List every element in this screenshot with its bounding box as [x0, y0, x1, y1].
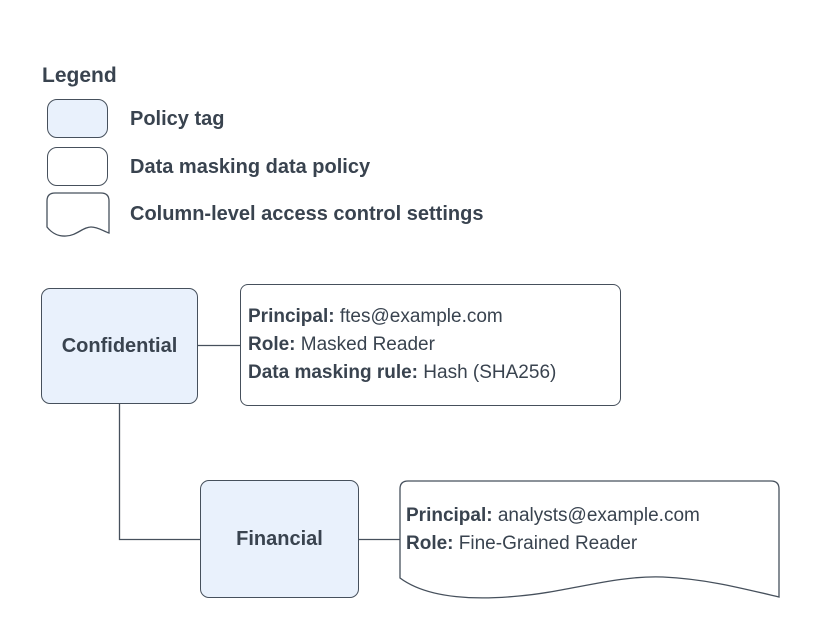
legend-title: Legend: [42, 64, 117, 87]
legend-data-policy-swatch: [47, 147, 108, 186]
connector-confidential-financial: [118, 404, 200, 541]
node-confidential: Confidential: [41, 288, 198, 404]
node-financial-label: Financial: [236, 527, 323, 550]
column-access-principal-value: analysts@example.com: [497, 505, 700, 526]
column-access-principal-line: Principal: analysts@example.com: [406, 502, 700, 530]
node-financial: Financial: [200, 480, 359, 598]
masking-policy-role-value: Masked Reader: [300, 334, 435, 355]
masking-policy-principal-label: Principal:: [248, 306, 335, 327]
column-access-role-label: Role:: [406, 533, 454, 554]
masking-policy-rule-value: Hash (SHA256): [423, 362, 557, 383]
legend-policy-tag-swatch: [47, 99, 108, 138]
node-column-access-text: Principal: analysts@example.com Role: Fi…: [406, 502, 700, 558]
masking-policy-principal-value: ftes@example.com: [339, 306, 503, 327]
legend-label-policy-tag: Policy tag: [130, 108, 225, 130]
node-confidential-label: Confidential: [61, 334, 178, 357]
legend-label-column-access: Column-level access control settings: [130, 203, 484, 225]
legend-column-access-swatch-shape: [46, 192, 110, 237]
column-access-principal-label: Principal:: [406, 505, 493, 526]
masking-policy-rule-label: Data masking rule:: [248, 362, 418, 383]
masking-policy-principal-line: Principal: ftes@example.com: [248, 303, 503, 331]
legend-label-data-masking-policy: Data masking data policy: [130, 156, 371, 178]
masking-policy-role-line: Role: Masked Reader: [248, 331, 435, 359]
masking-policy-rule-line: Data masking rule: Hash (SHA256): [248, 359, 556, 387]
column-access-node-shape: [399, 480, 780, 599]
column-access-role-line: Role: Fine-Grained Reader: [406, 530, 700, 558]
masking-policy-role-label: Role:: [248, 334, 296, 355]
column-access-role-value: Fine-Grained Reader: [458, 533, 638, 554]
node-masking-policy: Principal: ftes@example.com Role: Masked…: [240, 284, 621, 406]
